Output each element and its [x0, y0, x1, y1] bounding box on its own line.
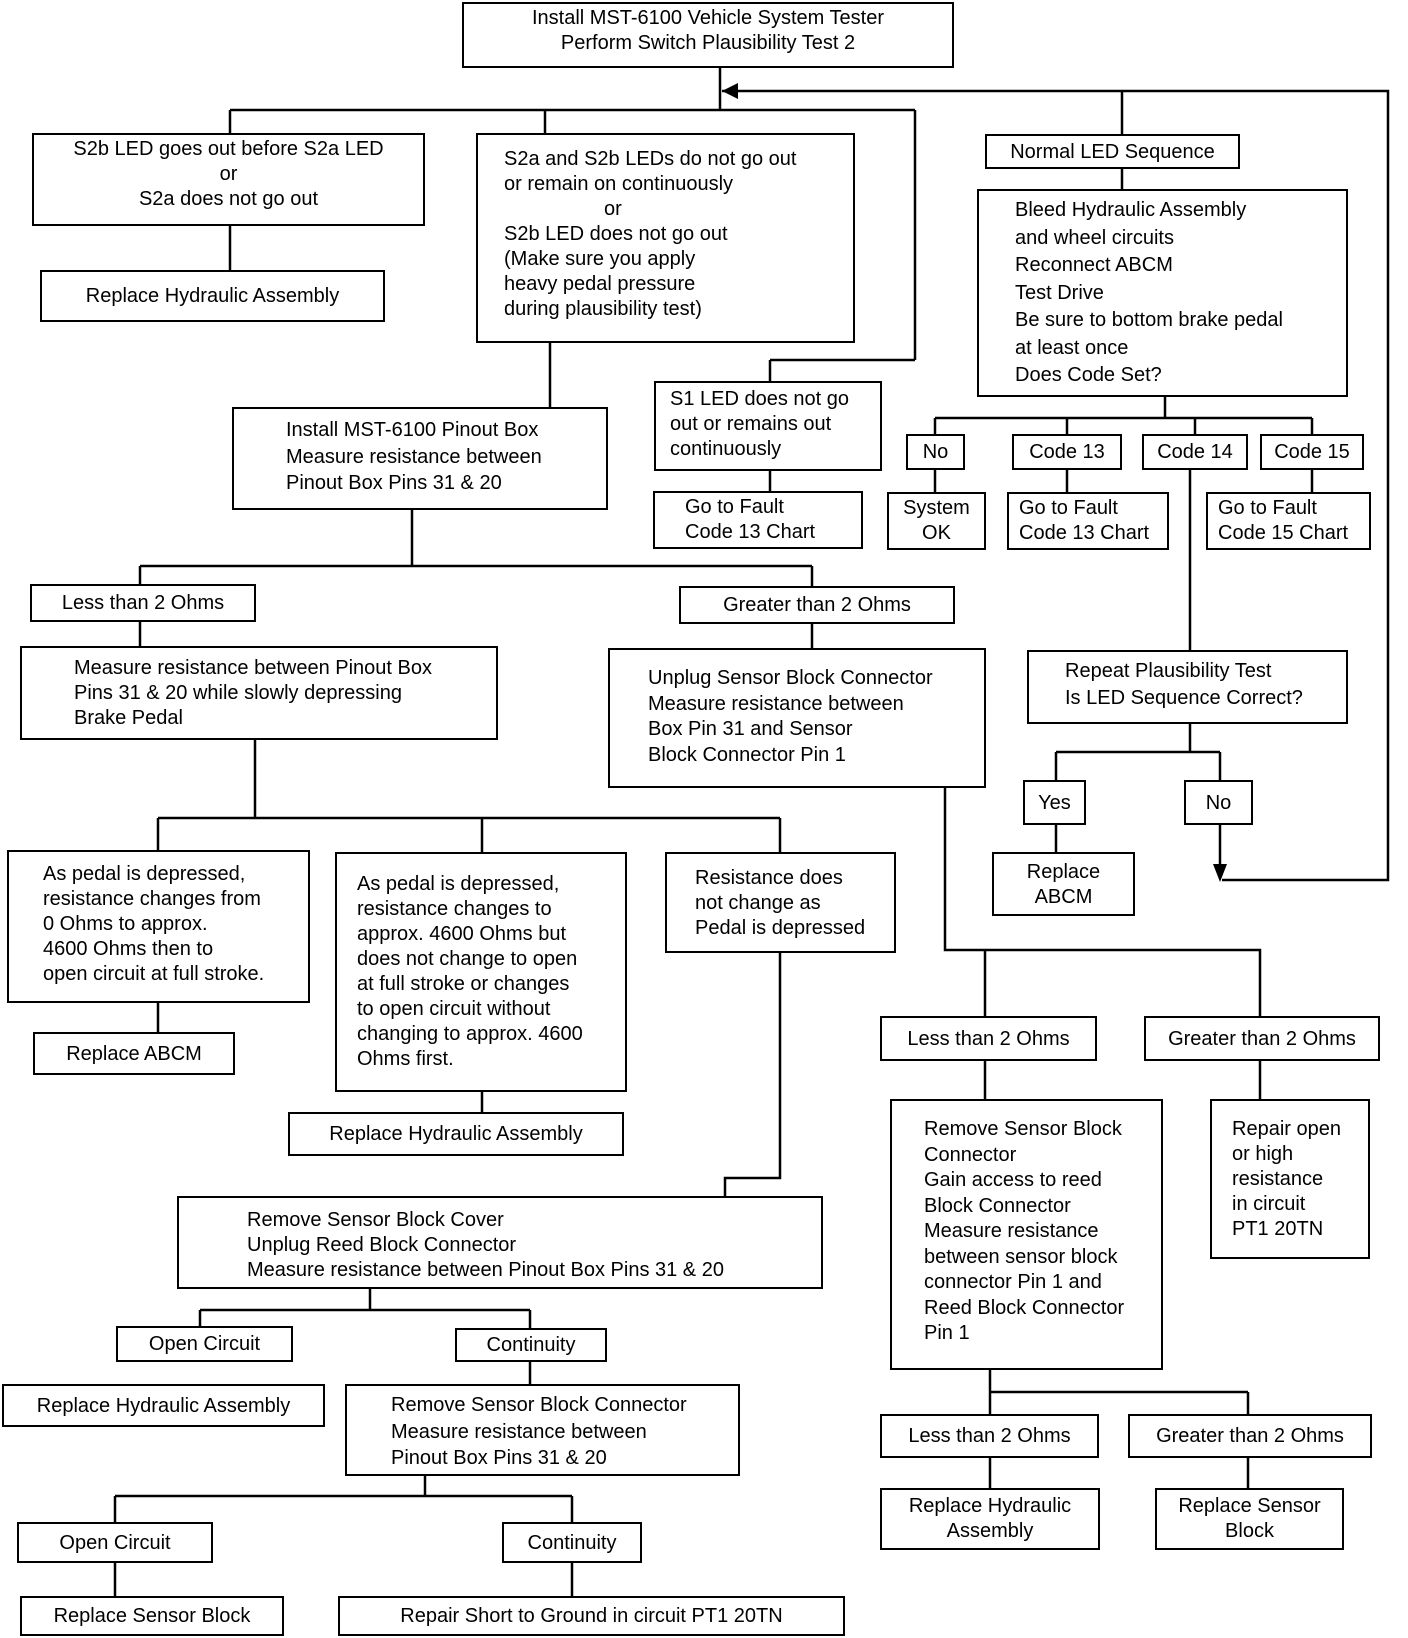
measure-pedal-box: Measure resistance between Pinout Box Pi…: [20, 646, 498, 740]
bleed-hydraulic-box: Bleed Hydraulic Assembly and wheel circu…: [977, 189, 1348, 397]
open-circuit-2: Open Circuit: [17, 1522, 213, 1563]
pedal-resistance-bad-box: As pedal is depressed, resistance change…: [335, 852, 627, 1092]
start-box: Install MST-6100 Vehicle System Tester P…: [462, 2, 954, 68]
less-than-2-ohms-a: Less than 2 Ohms: [30, 584, 256, 622]
continuity-1: Continuity: [455, 1328, 607, 1362]
s2b-led-first-box: S2b LED goes out before S2a LED or S2a d…: [32, 133, 425, 226]
repeat-plausibility-box: Repeat Plausibility Test Is LED Sequence…: [1027, 650, 1348, 724]
s1-led-box: S1 LED does not go out or remains out co…: [654, 381, 882, 471]
continuity-2: Continuity: [502, 1522, 642, 1563]
go-to-fault-code-13-a: Go to Fault Code 13 Chart: [653, 491, 863, 549]
system-ok: System OK: [887, 492, 986, 550]
repair-open-high-resistance-box: Repair open or high resistance in circui…: [1210, 1099, 1370, 1259]
replace-abcm-1: Replace ABCM: [33, 1032, 235, 1075]
remove-connector-reed-box: Remove Sensor Block Connector Gain acces…: [890, 1099, 1163, 1370]
unplug-sensor-block-box: Unplug Sensor Block Connector Measure re…: [608, 648, 986, 788]
remove-sensor-cover-box: Remove Sensor Block Cover Unplug Reed Bl…: [177, 1196, 823, 1289]
open-circuit-1: Open Circuit: [116, 1326, 293, 1362]
no-label-2: No: [1184, 780, 1253, 825]
less-than-2-ohms-b: Less than 2 Ohms: [880, 1016, 1097, 1061]
resistance-no-change-box: Resistance does not change as Pedal is d…: [665, 852, 896, 953]
replace-sensor-block-2: Replace Sensor Block: [1155, 1488, 1344, 1550]
normal-led-sequence: Normal LED Sequence: [985, 134, 1240, 169]
repair-short-to-ground: Repair Short to Ground in circuit PT1 20…: [338, 1596, 845, 1636]
less-than-2-ohms-c: Less than 2 Ohms: [880, 1414, 1099, 1458]
no-label-1: No: [906, 434, 965, 470]
greater-than-2-ohms-a: Greater than 2 Ohms: [679, 586, 955, 624]
pedal-resistance-ok-box: As pedal is depressed, resistance change…: [7, 850, 310, 1003]
replace-sensor-block-1: Replace Sensor Block: [20, 1596, 284, 1636]
greater-than-2-ohms-c: Greater than 2 Ohms: [1128, 1414, 1372, 1458]
replace-abcm-2: Replace ABCM: [992, 852, 1135, 916]
yes-label: Yes: [1023, 780, 1086, 825]
code-14-label: Code 14: [1142, 434, 1248, 470]
replace-hydraulic-assembly-3: Replace Hydraulic Assembly: [2, 1384, 325, 1427]
s2a-s2b-leds-box: S2a and S2b LEDs do not go out or remain…: [476, 133, 855, 343]
go-to-fault-code-13-b: Go to Fault Code 13 Chart: [1007, 492, 1169, 550]
install-pinout-box: Install MST-6100 Pinout Box Measure resi…: [232, 407, 608, 510]
code-13-label: Code 13: [1012, 434, 1122, 470]
replace-hydraulic-assembly-2: Replace Hydraulic Assembly: [288, 1112, 624, 1156]
replace-hydraulic-assembly-1: Replace Hydraulic Assembly: [40, 270, 385, 322]
go-to-fault-code-15: Go to Fault Code 15 Chart: [1206, 492, 1371, 550]
remove-sensor-connector-box: Remove Sensor Block Connector Measure re…: [345, 1384, 740, 1476]
code-15-label: Code 15: [1260, 434, 1364, 470]
greater-than-2-ohms-b: Greater than 2 Ohms: [1144, 1016, 1380, 1061]
replace-hydraulic-assembly-4: Replace Hydraulic Assembly: [880, 1488, 1100, 1550]
